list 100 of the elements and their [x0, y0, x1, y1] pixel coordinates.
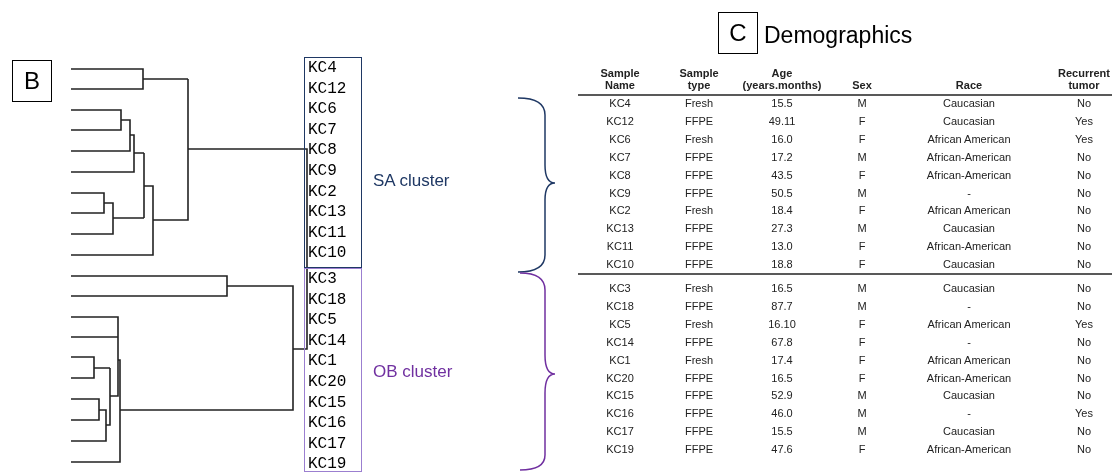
leaf-label: KC16: [308, 413, 347, 434]
leaf-label: KC18: [308, 289, 347, 311]
table-cell: F: [858, 353, 866, 366]
table-cell: African American: [927, 353, 1011, 366]
table-cell: FFPE: [684, 299, 714, 312]
table-cell: No: [1076, 204, 1092, 217]
table-cell: KC19: [606, 443, 634, 456]
table-cell: No: [1076, 186, 1092, 199]
table-cell: Fresh: [684, 132, 714, 145]
table-cell: FFPE: [684, 371, 714, 384]
table-cell: KC3: [609, 282, 631, 294]
table-cell: No: [1076, 443, 1092, 456]
column-header: Sample type: [678, 67, 720, 91]
table-cell: -: [967, 299, 971, 312]
leaf-label: KC13: [308, 202, 347, 223]
panel-letter: C: [718, 12, 758, 54]
table-cell: F: [858, 114, 866, 127]
table-cell: F: [858, 168, 866, 181]
leaf-label: KC3: [308, 269, 337, 290]
table-cell: FFPE: [684, 425, 714, 438]
panel-letter: B: [12, 60, 52, 102]
table-cell: KC20: [606, 371, 634, 384]
table-cell: No: [1076, 282, 1092, 294]
table-cell: African American: [927, 132, 1011, 145]
table-cell: No: [1076, 425, 1092, 438]
table-cell: African American: [927, 317, 1011, 330]
table-cell: Yes: [1075, 114, 1093, 127]
table-cell: 18.8: [771, 258, 793, 271]
table-cell: KC12: [606, 114, 634, 127]
table-cell: African-American: [926, 371, 1012, 384]
table-cell: F: [858, 258, 866, 271]
leaf-label: KC6: [308, 99, 337, 120]
table-cell: KC8: [609, 168, 631, 181]
leaf-label: KC15: [308, 392, 347, 414]
table-cell: African-American: [926, 240, 1012, 253]
table-cell: M: [857, 150, 867, 163]
table-cell: 15.5: [771, 97, 793, 109]
table-cell: 17.4: [771, 353, 793, 366]
table-cell: FFPE: [684, 335, 714, 348]
leaf-label: KC2: [308, 181, 337, 203]
table-cell: 27.3: [771, 222, 793, 235]
table-cell: 18.4: [771, 204, 793, 217]
table-cell: Caucasian: [943, 282, 995, 294]
table-cell: 13.0: [771, 240, 793, 253]
table-cell: M: [857, 299, 867, 312]
table-cell: Fresh: [684, 204, 714, 217]
column-header: Recurrent tumor: [1057, 67, 1111, 91]
table-cell: KC15: [606, 389, 634, 402]
table-cell: 46.0: [771, 407, 793, 420]
leaf-label: KC9: [308, 160, 337, 182]
table-cell: No: [1076, 353, 1092, 366]
table-cell: KC18: [606, 299, 634, 312]
table-cell: 87.7: [771, 299, 793, 312]
table-cell: M: [857, 389, 867, 402]
table-cell: No: [1076, 371, 1092, 384]
table-cell: KC7: [609, 150, 631, 163]
table-cell: Caucasian: [943, 114, 995, 127]
table-cell: Yes: [1075, 132, 1093, 145]
leaf-label: KC5: [308, 310, 337, 331]
table-cell: No: [1076, 97, 1092, 109]
table-cell: -: [967, 407, 971, 420]
leaf-label: KC8: [308, 140, 337, 161]
table-cell: KC16: [606, 407, 634, 420]
table-cell: KC11: [606, 240, 634, 253]
table-cell: 43.5: [771, 168, 793, 181]
table-cell: KC13: [606, 222, 634, 235]
table-cell: F: [858, 204, 866, 217]
column-header: Sex: [851, 79, 873, 91]
leaf-label: KC14: [308, 330, 347, 352]
table-cell: F: [858, 335, 866, 348]
table-cell: F: [858, 132, 866, 145]
table-cell: FFPE: [684, 168, 714, 181]
table-cell: F: [858, 371, 866, 384]
leaf-label: KC12: [308, 78, 347, 100]
table-cell: 16.10: [768, 317, 796, 330]
table-cell: Caucasian: [943, 258, 995, 271]
leaf-label: KC11: [308, 222, 347, 244]
table-cell: 52.9: [771, 389, 793, 402]
table-cell: Caucasian: [943, 425, 995, 438]
cluster-box: [304, 57, 362, 268]
table-cell: Fresh: [684, 97, 714, 109]
table-cell: Caucasian: [943, 389, 995, 402]
cluster-label: SA cluster: [373, 171, 450, 191]
table-cell: Yes: [1075, 317, 1093, 330]
table-cell: No: [1076, 258, 1092, 271]
leaf-label: KC19: [308, 454, 347, 474]
table-cell: M: [857, 282, 867, 294]
table-cell: KC6: [609, 132, 631, 145]
column-header: Race: [954, 79, 984, 91]
table-cell: -: [967, 186, 971, 199]
table-cell: African-American: [926, 443, 1012, 456]
table-cell: No: [1076, 335, 1092, 348]
column-header: Age (years.months): [741, 67, 823, 91]
table-cell: 67.8: [771, 335, 793, 348]
table-cell: No: [1076, 240, 1092, 253]
table-cell: 16.5: [771, 282, 793, 294]
table-cell: FFPE: [684, 222, 714, 235]
table-cell: M: [857, 186, 867, 199]
table-cell: M: [857, 222, 867, 235]
table-cell: 17.2: [771, 150, 793, 163]
